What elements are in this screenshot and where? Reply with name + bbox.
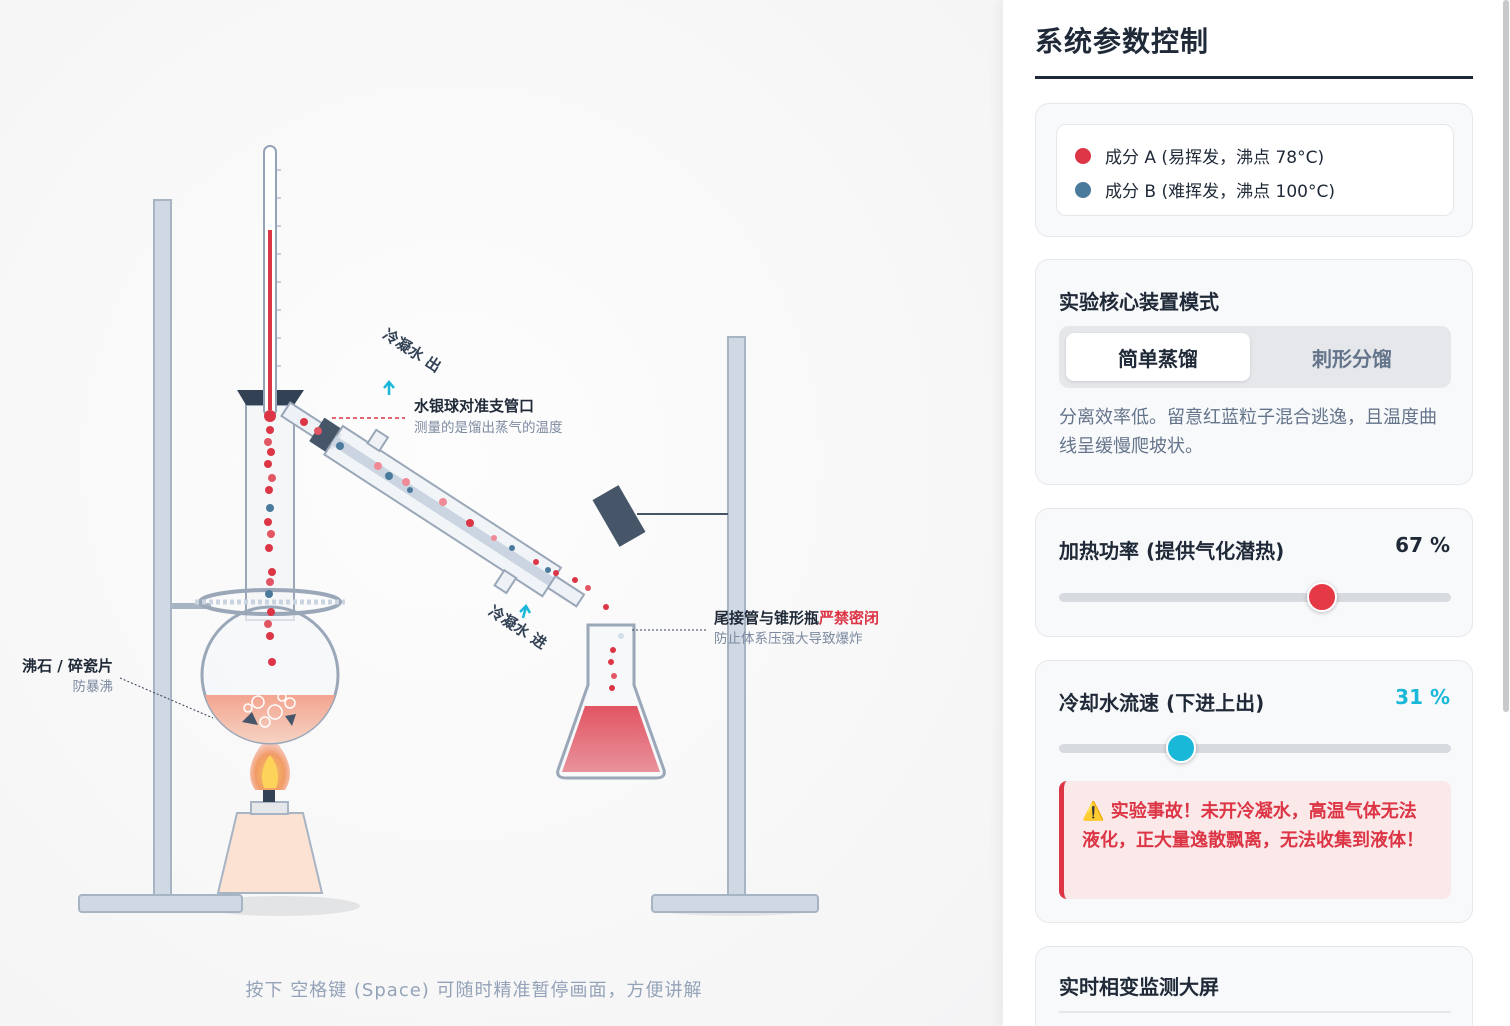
label-mercury-title: 水银球对准支管口 [414, 397, 534, 415]
accident-alert-text: 实验事故！未开冷凝水，高温气体无法液化，正大量逸散飘离，无法收集到液体！ [1082, 801, 1424, 851]
label-condenser-in: 冷凝水 进 [485, 602, 550, 653]
lamp-wick [263, 790, 275, 802]
heating-card: 加热功率 (提供气化潜热) 67 % [1035, 508, 1473, 637]
condenser-clamp [592, 485, 646, 547]
lamp-cap [250, 801, 289, 815]
title-divider [1035, 76, 1473, 79]
cooling-slider[interactable] [1059, 733, 1451, 763]
label-adapter: 尾接管与锥形瓶严禁密闭 [714, 609, 879, 627]
component-b-dot-icon [1075, 181, 1091, 198]
label-condenser-out: 冷凝水 出 [380, 325, 445, 376]
mixture-liquid [205, 695, 335, 744]
water-in-arrow [519, 603, 532, 619]
monitor-title: 实时相变监测大屏 [1059, 975, 1219, 999]
legend-label-b: 成分 B (难挥发，沸点 100°C) [1105, 182, 1335, 202]
heating-label: 加热功率 (提供气化潜热) [1059, 539, 1285, 563]
mode-title: 实验核心装置模式 [1059, 290, 1219, 314]
label-stones-title: 沸石 / 碎瓷片 [22, 657, 113, 675]
mercury-bulb [264, 410, 276, 422]
boiling-stones [242, 692, 296, 728]
monitor-divider [1059, 1011, 1451, 1013]
thermometer-ticks [276, 169, 281, 367]
cooling-label: 冷却水流速 (下进上出) [1059, 691, 1265, 715]
cooling-slider-thumb[interactable] [1165, 733, 1196, 763]
left-stand-base [78, 894, 243, 913]
mode-fractional-distillation-button[interactable]: 刺形分馏 [1312, 346, 1392, 371]
condenser [280, 401, 586, 608]
distillate-liquid [562, 706, 660, 772]
panel-scrollbar[interactable] [1503, 0, 1509, 712]
label-mercury-sub: 测量的是馏出蒸气的温度 [414, 420, 563, 436]
legend-item-a: 成分 A (易挥发，沸点 78°C) [1075, 143, 1324, 168]
mode-description: 分离效率低。留意红蓝粒子混合逃逸，且温度曲线呈缓慢爬坡状。 [1059, 407, 1437, 457]
right-stand-base [651, 894, 819, 913]
mode-segmented-control: 简单蒸馏 刺形分馏 [1059, 326, 1451, 388]
control-panel: 系统参数控制 成分 A (易挥发，沸点 78°C) 成分 B (难挥发，沸点 1… [1003, 0, 1510, 1026]
left-stand-rod [153, 199, 172, 901]
monitor-card: 实时相变监测大屏 [1035, 946, 1473, 1026]
cooling-card: 冷却水流速 (下进上出) 31 % ⚠️ 实验事故！未开冷凝水，高温气体无法液化… [1035, 660, 1473, 923]
heating-slider-thumb[interactable] [1306, 582, 1337, 612]
stones-pointer [119, 677, 214, 719]
label-adapter-sub: 防止体系压强大导致爆炸 [714, 631, 863, 647]
vapor-particles [264, 426, 276, 666]
flame-inner [262, 755, 278, 788]
heating-value: 67 % [1395, 533, 1450, 557]
accident-alert: ⚠️ 实验事故！未开冷凝水，高温气体无法液化，正大量逸散飘离，无法收集到液体！ [1059, 781, 1451, 899]
experiment-stage: 冷凝水 出 冷凝水 进 水银球对准支管口 测量的是馏出蒸气的温度 尾接管与锥形瓶… [0, 0, 1003, 1026]
mode-simple-distillation-button[interactable]: 简单蒸馏 [1066, 333, 1250, 381]
distillation-apparatus: 冷凝水 出 冷凝水 进 水银球对准支管口 测量的是馏出蒸气的温度 尾接管与锥形瓶… [22, 145, 879, 916]
legend-box: 成分 A (易挥发，沸点 78°C) 成分 B (难挥发，沸点 100°C) [1056, 124, 1454, 216]
panel-title: 系统参数控制 [1035, 25, 1210, 58]
heating-slider[interactable] [1059, 582, 1451, 612]
legend-item-b: 成分 B (难挥发，沸点 100°C) [1075, 177, 1335, 202]
water-out-arrow [383, 380, 395, 395]
mode-card: 实验核心装置模式 简单蒸馏 刺形分馏 分离效率低。留意红蓝粒子混合逃逸，且温度曲… [1035, 259, 1473, 485]
legend-card: 成分 A (易挥发，沸点 78°C) 成分 B (难挥发，沸点 100°C) [1035, 103, 1473, 237]
thermometer-mercury [268, 230, 272, 410]
cooling-value: 31 % [1395, 685, 1450, 709]
distillate-drops [608, 647, 617, 691]
legend-label-a: 成分 A (易挥发，沸点 78°C) [1105, 148, 1325, 168]
flask-neck [245, 404, 295, 621]
alcohol-lamp [216, 812, 324, 894]
pause-hint: 按下 空格键 (Space) 可随时精准暂停画面，方便讲解 [245, 980, 703, 1001]
warning-icon: ⚠️ [1082, 801, 1105, 822]
component-a-dot-icon [1075, 147, 1091, 164]
ring-clamp-arm [171, 603, 211, 609]
label-stones-sub: 防暴沸 [73, 679, 114, 695]
